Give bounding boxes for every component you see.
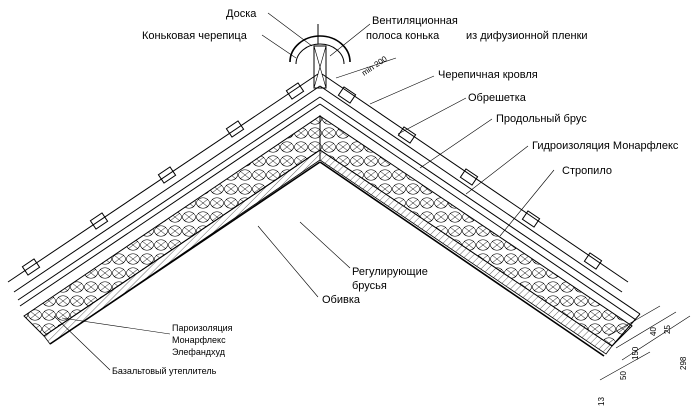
ridge [289, 24, 351, 89]
dim-min: min 200 [360, 54, 389, 78]
label-diffusion-film: из дифузионной пленки [466, 30, 588, 42]
right-slope [319, 73, 641, 357]
label-batten: Обрешетка [468, 92, 527, 104]
dim-298: 298 [679, 356, 688, 370]
label-vapor-barrier-3: Элефандхуд [172, 347, 226, 357]
dim-50: 50 [619, 371, 628, 380]
label-ventilation-2: полоса конька [366, 30, 440, 42]
label-lining: Обивка [322, 294, 361, 306]
left-slope [7, 73, 321, 345]
label-ventilation-1: Вентиляционная [372, 15, 458, 27]
leader-lines [53, 12, 555, 371]
dim-150: 150 [631, 346, 640, 360]
dim-13: 13 [597, 397, 606, 406]
label-vapor-barrier-2: Монарфлекс [172, 335, 226, 345]
left-battens [21, 82, 305, 276]
dim-25: 25 [663, 325, 672, 334]
label-board: Доска [226, 8, 257, 20]
right-battens [337, 86, 603, 270]
label-adjusting-bars-2: брусья [352, 280, 387, 292]
dim-40: 40 [649, 327, 658, 336]
label-tile-roof: Черепичная кровля [438, 69, 538, 81]
label-ridge-tile: Коньковая черепица [142, 30, 248, 42]
label-rafter: Стропило [562, 165, 612, 177]
label-adjusting-bars-1: Регулирующие [352, 266, 428, 278]
label-vapor-barrier-1: Пароизоляция [172, 323, 233, 333]
label-waterproofing: Гидроизоляция Монарфлекс [532, 140, 679, 152]
label-basalt-insulation: Базальтовый утеплитель [112, 366, 217, 376]
label-longitudinal-beam: Продольный брус [496, 113, 587, 125]
dimension-lines [335, 57, 691, 381]
